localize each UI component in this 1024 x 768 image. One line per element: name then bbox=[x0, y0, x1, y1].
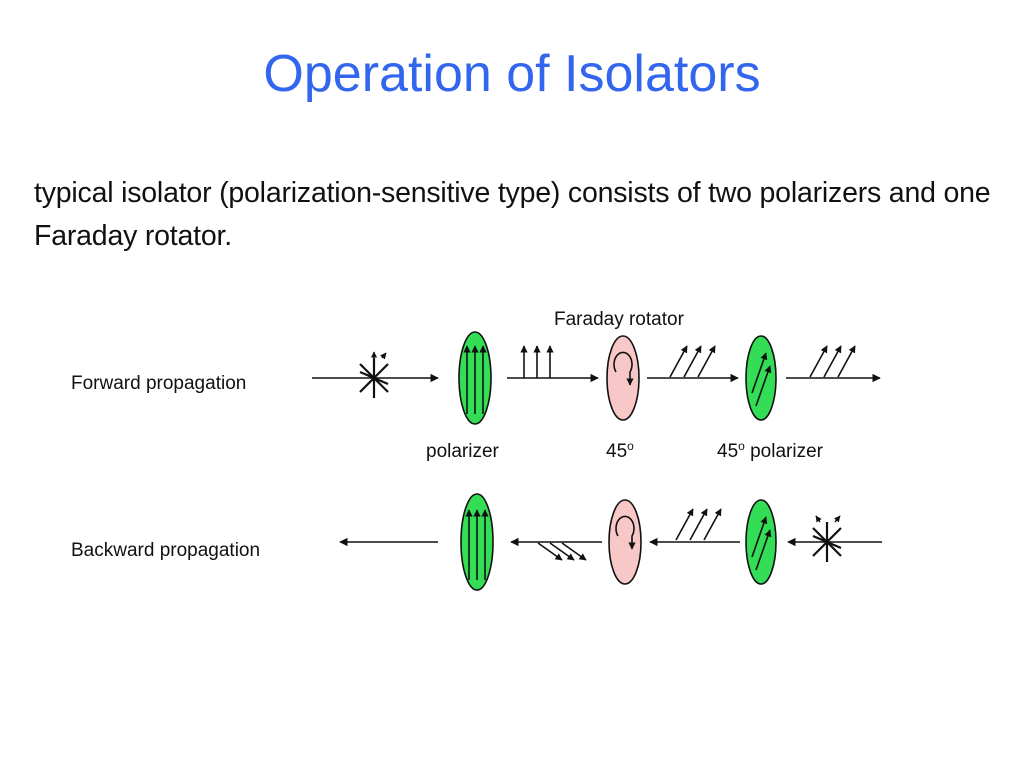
backward-unpolarized-icon bbox=[812, 522, 842, 562]
slide-title: Operation of Isolators bbox=[263, 45, 761, 103]
backward-blocked-polarization-icon bbox=[537, 542, 587, 561]
forward-polarizer-2-lines bbox=[751, 352, 772, 407]
polarizer-45-value: 45 bbox=[717, 441, 738, 462]
forward-faraday-rotator bbox=[606, 335, 640, 421]
backward-rotation-icon bbox=[615, 515, 636, 550]
backward-polarizer-2 bbox=[745, 499, 777, 585]
forward-polarizer-1-lines bbox=[463, 345, 487, 414]
backward-diagonal-polarization-icon bbox=[675, 508, 722, 541]
backward-faraday-rotator bbox=[608, 499, 642, 585]
backward-row bbox=[339, 493, 882, 591]
rotator-angle-value: 45 bbox=[606, 441, 627, 462]
backward-propagation-label: Backward propagation bbox=[71, 540, 260, 561]
rotator-angle-label: 45o bbox=[606, 439, 634, 462]
polarizer-label: polarizer bbox=[426, 441, 500, 462]
forward-diagonal-polarization-icon bbox=[669, 345, 716, 378]
forward-unpolarized-icon bbox=[359, 358, 389, 398]
backward-polarizer-1-lines bbox=[465, 509, 489, 580]
slide-body-text: typical isolator (polarization-sensitive… bbox=[34, 177, 991, 252]
forward-polarizer-2 bbox=[745, 335, 777, 421]
forward-output-polarization-icon bbox=[809, 345, 856, 378]
forward-row bbox=[312, 331, 881, 425]
polarizer-45-label: 45o polarizer bbox=[717, 439, 824, 462]
rotator-angle-degree: o bbox=[627, 439, 634, 453]
forward-rotation-icon bbox=[613, 351, 634, 386]
backward-polarizer-2-lines bbox=[751, 516, 772, 571]
faraday-rotator-label: Faraday rotator bbox=[554, 309, 685, 330]
polarizer-45-suffix: polarizer bbox=[745, 441, 824, 462]
forward-propagation-label: Forward propagation bbox=[71, 373, 246, 394]
polarizer-45-degree: o bbox=[738, 439, 745, 453]
forward-vertical-polarization-icon bbox=[520, 345, 554, 378]
